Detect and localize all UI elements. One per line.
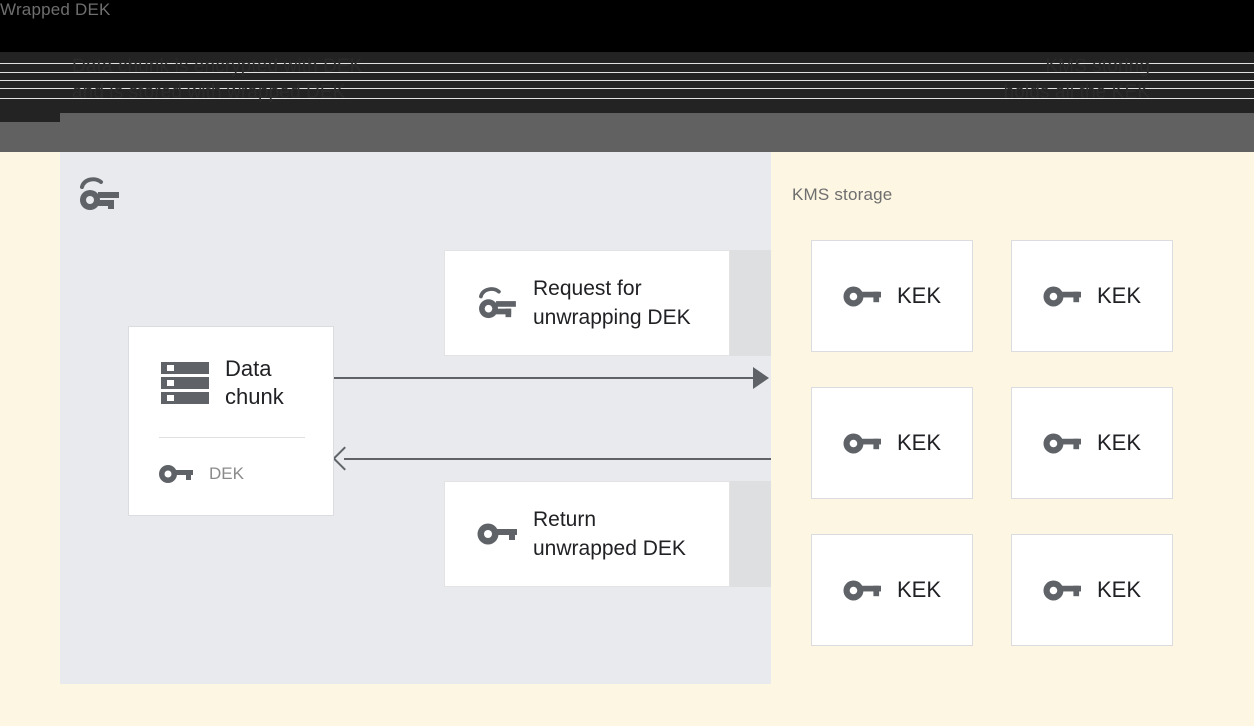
return-unwrapped-dek-label: Return unwrapped DEK [533, 508, 686, 560]
key-icon [1043, 578, 1081, 603]
kek-card[interactable]: KEK [1011, 387, 1173, 499]
key-icon [1043, 284, 1081, 309]
key-icon [1043, 431, 1081, 456]
caption-band [0, 52, 1254, 113]
kek-card[interactable]: KEK [811, 387, 973, 499]
request-unwrapping-dek-box[interactable]: Request for unwrapping DEK [444, 250, 730, 356]
band-rule [0, 88, 1254, 89]
wrapped-dek-panel-title: Wrapped DEK [0, 0, 111, 19]
data-chunk-divider [159, 437, 305, 438]
kek-card[interactable]: KEK [811, 534, 973, 646]
return-unwrapped-dek-box[interactable]: Return unwrapped DEK [444, 481, 730, 587]
wrapped-key-icon [477, 286, 517, 320]
kek-card[interactable]: KEK [1011, 240, 1173, 352]
toolbar-gray-band [60, 113, 1254, 152]
caption-left: Data chunk is encrypted with DEK and is … [72, 56, 363, 103]
key-icon [843, 284, 881, 309]
kek-label: KEK [1096, 283, 1142, 308]
return-arrow-line [344, 458, 772, 460]
request-arrow-head-icon [753, 367, 769, 389]
kms-storage-panel-title: KMS storage [792, 185, 893, 204]
dek-label: DEK [209, 464, 244, 483]
kek-label: KEK [1096, 577, 1142, 602]
kek-card[interactable]: KEK [1011, 534, 1173, 646]
data-chunk-label: Data chunk [225, 356, 284, 409]
kek-label: KEK [896, 430, 942, 455]
key-icon [477, 521, 517, 547]
band-rule [0, 80, 1254, 81]
data-chunk-card[interactable]: Data chunk DEK [128, 326, 334, 516]
kek-label: KEK [1096, 430, 1142, 455]
kek-label: KEK [896, 283, 942, 308]
key-icon [159, 463, 193, 485]
top-black-band [0, 0, 1254, 52]
key-icon [843, 431, 881, 456]
wrapped-key-icon [78, 176, 120, 212]
caption-right: KMS storing holds all the KEK [1003, 56, 1150, 103]
band-rule [0, 63, 1254, 64]
band-rule [0, 98, 1254, 99]
data-chunk-icon [159, 359, 211, 407]
key-icon [843, 578, 881, 603]
kek-label: KEK [896, 577, 942, 602]
band-rule [0, 72, 1254, 73]
toolbar-gray-band-left [0, 122, 60, 152]
kek-grid: KEK KEK KEK [811, 240, 1173, 646]
kek-card[interactable]: KEK [811, 240, 973, 352]
request-unwrapping-dek-label: Request for unwrapping DEK [533, 277, 691, 329]
request-arrow-line [334, 377, 762, 379]
